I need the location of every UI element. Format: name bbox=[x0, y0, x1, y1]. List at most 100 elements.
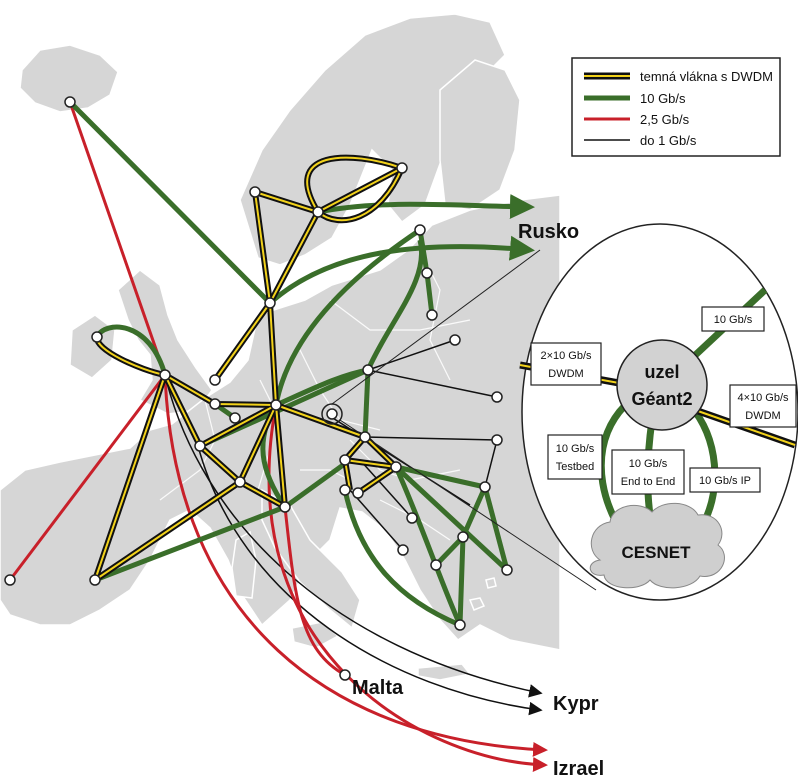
node-finland bbox=[396, 162, 408, 174]
node-croatia bbox=[352, 487, 364, 499]
node-denmark bbox=[264, 297, 276, 309]
legend: temná vlákna s DWDM 10 Gb/s 2,5 Gb/s do … bbox=[571, 57, 781, 157]
link-10g-it-hu bbox=[283, 457, 352, 510]
node-lithuania bbox=[426, 309, 438, 321]
node-ireland bbox=[91, 331, 103, 343]
crete-shape bbox=[417, 663, 472, 681]
legend-item-10g: 10 Gb/s bbox=[640, 91, 686, 106]
node-portugal bbox=[4, 574, 16, 586]
node-bosnia bbox=[397, 544, 409, 556]
node-iceland bbox=[64, 96, 76, 108]
link-1g-n1 bbox=[364, 436, 498, 441]
links-10g bbox=[68, 100, 535, 628]
hub-label-1: uzel bbox=[644, 362, 679, 382]
box-4x10-line2: DWDM bbox=[745, 410, 780, 422]
ireland-shape bbox=[69, 314, 116, 379]
node-bulgaria bbox=[457, 531, 469, 543]
link-1g-uk-kypr bbox=[164, 374, 543, 698]
node-macedonia bbox=[430, 559, 442, 571]
node-spain bbox=[89, 574, 101, 586]
link-1g-n2 bbox=[484, 439, 498, 488]
node-turkey bbox=[501, 564, 513, 576]
box-2x10-line2: DWDM bbox=[548, 368, 583, 380]
link-2-5g-iceland-uk bbox=[68, 101, 167, 376]
link-10g-hu-ro bbox=[395, 464, 486, 490]
scandinavia-shape bbox=[239, 13, 506, 266]
box-testbed bbox=[547, 434, 603, 480]
link-1g-n3 bbox=[359, 459, 413, 519]
box-4x10-line1: 4×10 Gb/s bbox=[737, 392, 789, 404]
link-10g-es-it bbox=[94, 504, 286, 583]
node-switzerland bbox=[234, 476, 246, 488]
link-10g-hu-gr bbox=[393, 465, 463, 627]
node-italy bbox=[279, 501, 291, 513]
link-2-5g-uk-izrael-1 bbox=[163, 374, 548, 757]
box-4x10 bbox=[729, 384, 797, 428]
network-nodes bbox=[4, 96, 513, 681]
node-belgium bbox=[209, 398, 221, 410]
link-10g-iceland-dk bbox=[68, 100, 272, 305]
hub-label-2: Géant2 bbox=[631, 389, 692, 409]
node-france bbox=[194, 440, 206, 452]
legend-item-2-5g: 2,5 Gb/s bbox=[640, 112, 690, 127]
box-ip bbox=[689, 467, 761, 493]
node-estonia bbox=[414, 224, 426, 236]
node-poland bbox=[362, 364, 374, 376]
link-10g-hu-tr bbox=[394, 465, 509, 572]
link-10g-se-rusko-1 bbox=[317, 194, 535, 220]
node-latvia bbox=[421, 267, 433, 279]
node-czech bbox=[326, 408, 338, 420]
link-10g-de-baltic bbox=[273, 227, 422, 406]
node-slovakia bbox=[359, 431, 371, 443]
node-greece bbox=[454, 619, 466, 631]
link-10g-pl-cz bbox=[362, 369, 371, 438]
node-serbia bbox=[406, 512, 418, 524]
link-1g-fr-kypr bbox=[197, 445, 543, 716]
box-2x10-line1: 2×10 Gb/s bbox=[540, 350, 592, 362]
node-germany bbox=[270, 399, 282, 411]
node-malta bbox=[339, 669, 351, 681]
inset-detail: uzel Géant2 CESNET 10 Gb/s 2×10 Gb/s DWD… bbox=[519, 223, 798, 601]
box-ip-text: 10 Gb/s IP bbox=[699, 475, 751, 487]
link-1g-n4 bbox=[349, 489, 404, 551]
node-belarus bbox=[449, 334, 461, 346]
node-ukraine bbox=[491, 391, 503, 403]
cesnet-cloud bbox=[589, 502, 725, 589]
link-1g-hub-east-1 bbox=[367, 339, 456, 371]
link-10g-at-gr bbox=[342, 489, 461, 628]
label-malta: Malta bbox=[352, 677, 404, 699]
label-izrael: Izrael bbox=[553, 758, 604, 780]
box-e2e-line1: 10 Gb/s bbox=[629, 458, 668, 470]
node-hungary bbox=[390, 461, 402, 473]
node-moldova bbox=[491, 434, 503, 446]
label-kypr: Kypr bbox=[553, 693, 599, 715]
box-2x10 bbox=[530, 342, 602, 386]
box-10gbs bbox=[701, 306, 765, 332]
legend-item-1g: do 1 Gb/s bbox=[640, 133, 697, 148]
link-10g-ro-tr bbox=[482, 486, 510, 571]
finland-shape bbox=[439, 59, 521, 211]
cloud-label: CESNET bbox=[622, 543, 692, 562]
node-norway bbox=[249, 186, 261, 198]
links-1g bbox=[164, 339, 543, 716]
node-romania bbox=[479, 481, 491, 493]
inset-connectors bbox=[331, 249, 597, 591]
box-10gbs-text: 10 Gb/s bbox=[714, 314, 753, 326]
node-slovenia bbox=[339, 484, 351, 496]
box-e2e bbox=[611, 449, 685, 495]
box-e2e-line2: End to End bbox=[621, 476, 675, 488]
link-10g-uk-ie bbox=[94, 324, 168, 376]
node-uk bbox=[159, 369, 171, 381]
hub-circle bbox=[616, 339, 708, 431]
node-austria bbox=[339, 454, 351, 466]
iceland-shape bbox=[19, 44, 119, 113]
link-2-5g-it-malta bbox=[283, 506, 346, 677]
link-10g-gr-bg bbox=[434, 535, 465, 567]
link-1g-hub-east-2 bbox=[367, 369, 498, 398]
box-testbed-line2: Testbed bbox=[556, 461, 595, 473]
node-luxembourg bbox=[229, 412, 241, 424]
link-10g-pl-lv bbox=[365, 239, 424, 372]
node-netherlands bbox=[209, 374, 221, 386]
label-rusko: Rusko bbox=[518, 221, 579, 243]
